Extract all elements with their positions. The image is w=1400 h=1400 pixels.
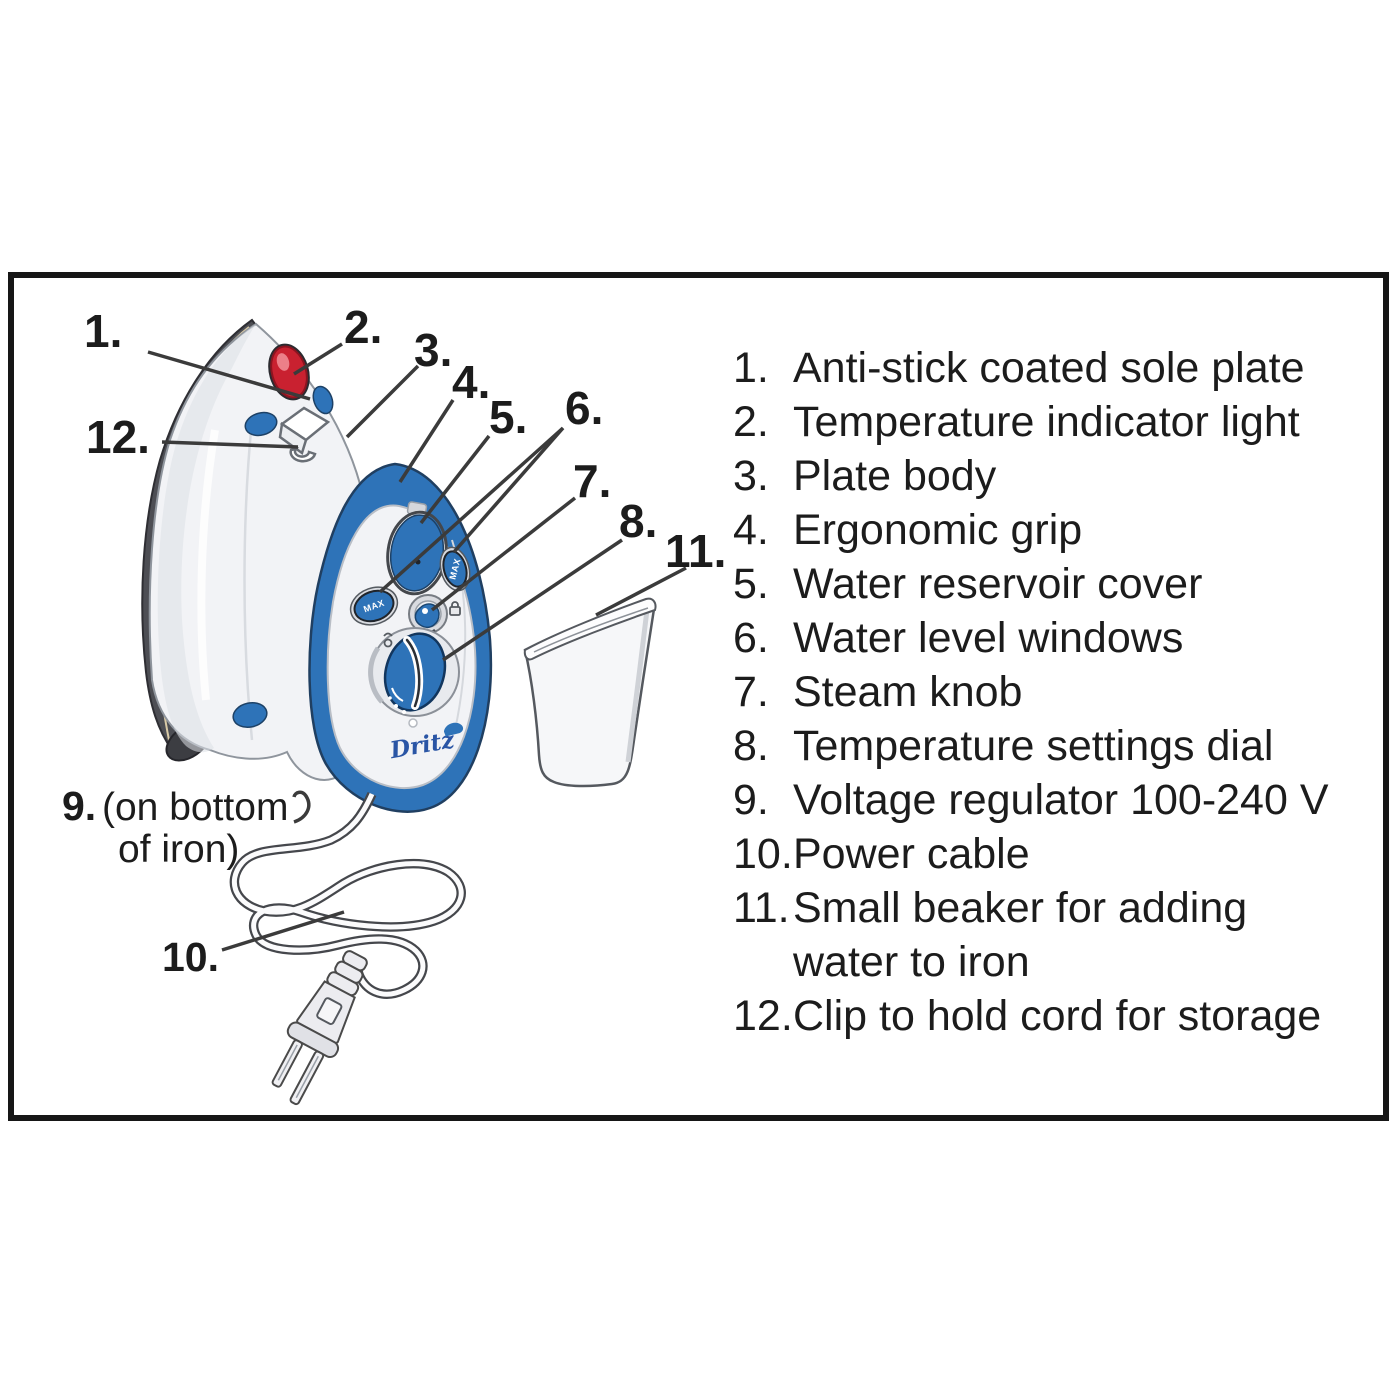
legend-num: 11. xyxy=(733,884,790,932)
callout-9: 9. xyxy=(62,783,96,829)
temperature-indicator-light xyxy=(268,343,310,401)
legend-num: 12. xyxy=(733,992,793,1040)
callout-5: 5. xyxy=(489,391,527,443)
legend-num: 9. xyxy=(733,776,769,824)
legend-text: Water reservoir cover xyxy=(793,560,1203,608)
cord-clip xyxy=(278,406,331,463)
water-level-window-left: MAX xyxy=(349,586,399,626)
leader-5 xyxy=(419,434,491,525)
callout-3: 3. xyxy=(414,324,452,376)
power-plug xyxy=(271,950,368,1106)
legend-text: Plate body xyxy=(793,452,997,500)
leader-6b xyxy=(378,426,565,594)
callout-12: 12. xyxy=(86,411,150,463)
legend-item-1: 1. Anti-stick coated sole plate xyxy=(733,341,1389,395)
leader-7 xyxy=(430,496,577,612)
control-panel: MAX MAX xyxy=(308,462,493,813)
legend-text: Ergonomic grip xyxy=(793,506,1083,554)
legend-item-12: 12. Clip to hold cord for storage xyxy=(733,989,1389,1043)
leader-6a xyxy=(452,426,565,554)
leader-4 xyxy=(398,399,455,483)
legend-item-11: 11. Small beaker for adding water to iro… xyxy=(733,881,1389,989)
vent-oval-bottom xyxy=(232,701,268,729)
water-level-window-right: MAX xyxy=(439,546,471,592)
callout-8: 8. xyxy=(619,495,657,547)
legend-text: Voltage regulator 100-240 V xyxy=(793,776,1329,824)
leader-8 xyxy=(442,538,623,662)
callout-4: 4. xyxy=(452,356,490,408)
leader-9 xyxy=(292,790,311,824)
power-cable xyxy=(229,792,466,999)
legend-item-5: 5. Water reservoir cover xyxy=(733,557,1389,611)
legend-item-9: 9. Voltage regulator 100-240 V xyxy=(733,773,1389,827)
legend-item-10: 10. Power cable xyxy=(733,827,1389,881)
legend-item-6: 6. Water level windows xyxy=(733,611,1389,665)
callout-1: 1. xyxy=(84,305,122,357)
legend-num: 1. xyxy=(733,344,769,392)
legend-text: Small beaker for adding water to iron xyxy=(793,884,1248,986)
leader-12 xyxy=(161,440,299,449)
callout-6: 6. xyxy=(565,382,603,434)
legend-item-2: 2. Temperature indicator light xyxy=(733,395,1389,449)
leader-2 xyxy=(293,342,343,376)
steam-knob xyxy=(408,594,448,635)
legend-num: 6. xyxy=(733,614,769,662)
leader-10 xyxy=(221,910,345,952)
legend-num: 4. xyxy=(733,506,769,554)
legend-item-3: 3. Plate body xyxy=(733,449,1389,503)
callout-2: 2. xyxy=(344,301,382,353)
panel-dot xyxy=(408,718,418,728)
leader-3 xyxy=(345,364,420,439)
legend-num: 7. xyxy=(733,668,769,716)
callout-labels: 1. 2. 3. 4. 5. 6. 7. 8. 11. 12. 9. (on b… xyxy=(62,301,726,980)
leader-11 xyxy=(595,566,687,617)
vent-oval-top xyxy=(312,385,334,415)
callout-9-note-line2: of iron) xyxy=(118,828,239,871)
brand-iron-icon xyxy=(443,722,464,737)
callout-11: 11. xyxy=(665,525,726,577)
legend-num: 2. xyxy=(733,398,769,446)
legend-num: 3. xyxy=(733,452,769,500)
callout-10: 10. xyxy=(162,934,219,980)
legend-text: Power cable xyxy=(793,830,1030,878)
temperature-dial xyxy=(368,627,460,717)
legend-text: Water level windows xyxy=(793,614,1184,662)
legend-item-8: 8. Temperature settings dial xyxy=(733,719,1389,773)
legend-text: Temperature indicator light xyxy=(793,398,1300,446)
callout-7: 7. xyxy=(573,455,611,507)
legend-num: 8. xyxy=(733,722,769,770)
leader-1 xyxy=(147,350,311,401)
steam-icon xyxy=(383,632,393,648)
legend-list: 1. Anti-stick coated sole plate 2. Tempe… xyxy=(733,341,1389,1043)
legend-text: Clip to hold cord for storage xyxy=(793,992,1322,1040)
legend-text: Steam knob xyxy=(793,668,1023,716)
beaker xyxy=(523,597,657,788)
legend-text: Anti-stick coated sole plate xyxy=(793,344,1305,392)
legend-num: 10. xyxy=(733,830,793,878)
leader-lines xyxy=(147,342,687,952)
legend-item-7: 7. Steam knob xyxy=(733,665,1389,719)
lock-icon xyxy=(449,601,461,616)
legend-item-4: 4. Ergonomic grip xyxy=(733,503,1389,557)
legend-num: 5. xyxy=(733,560,769,608)
callout-9-note-line1: (on bottom xyxy=(102,786,288,829)
legend-text: Temperature settings dial xyxy=(793,722,1274,770)
vent-oval-left xyxy=(244,411,278,437)
